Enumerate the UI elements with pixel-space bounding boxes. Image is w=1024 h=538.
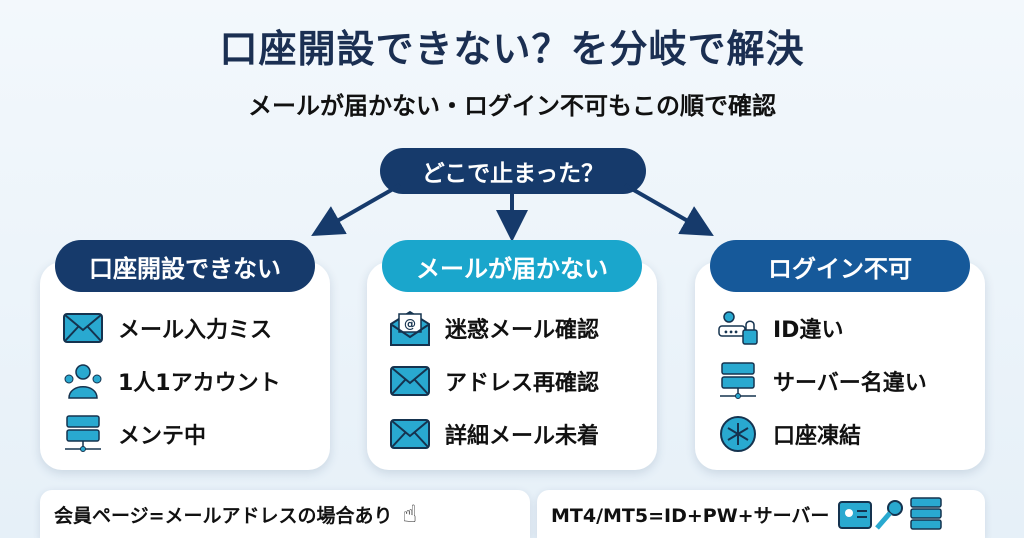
note-mt-login: MT4/MT5=ID+PW+サーバー	[537, 490, 985, 538]
svg-text:@: @	[404, 317, 416, 331]
note-text: 会員ページ=メールアドレスの場合あり	[54, 504, 393, 527]
arrow-left	[311, 183, 401, 236]
list-item: サーバー名違い	[717, 362, 927, 399]
item-text: 詳細メール未着	[445, 424, 600, 449]
item-text: メール入力ミス	[118, 318, 273, 343]
envelope-icon	[62, 310, 104, 346]
users-icon	[62, 363, 104, 399]
page-title: 口座開設できない？を分岐で解決	[219, 27, 805, 71]
server-icon	[910, 497, 943, 530]
list-item: 1人1アカウント	[62, 363, 281, 399]
list-item: @ 迷惑メール確認	[389, 310, 599, 346]
question-node: どこで止まった？	[380, 148, 646, 194]
id-key-server-icons	[838, 497, 943, 530]
item-text: サーバー名違い	[773, 371, 927, 396]
branch-header-account-opening: 口座開設できない	[55, 240, 315, 292]
envelope-icon	[389, 416, 431, 452]
envelope-icon	[389, 363, 431, 399]
page-subtitle: メールが届かない・ログイン不可もこの順で確認	[248, 92, 776, 120]
item-text: ID違い	[773, 318, 844, 343]
branch-header-email-not-received: メールが届かない	[382, 240, 642, 292]
item-text: アドレス再確認	[445, 371, 600, 396]
list-item: ••• ID違い	[717, 310, 843, 346]
key-icon	[875, 500, 904, 530]
list-item: メール入力ミス	[62, 310, 272, 346]
list-item: アドレス再確認	[389, 363, 599, 399]
list-item: メンテ中	[62, 415, 207, 452]
note-text: MT4/MT5=ID+PW+サーバー	[551, 504, 830, 527]
id-card-icon	[838, 501, 873, 529]
item-text: 迷惑メール確認	[445, 318, 600, 343]
pointer-click-icon: ☝	[402, 500, 418, 528]
svg-text:•••: •••	[723, 328, 738, 337]
snowflake-icon	[717, 416, 759, 452]
branch-header-login-failed: ログイン不可	[710, 240, 970, 292]
item-text: 口座凍結	[773, 424, 862, 449]
branch-card-email-not-received: @ 迷惑メール確認アドレス再確認詳細メール未着	[367, 262, 657, 470]
branch-card-account-opening: メール入力ミス 1人1アカウントメンテ中	[40, 262, 330, 470]
server-icon	[717, 362, 759, 399]
list-item: 口座凍結	[717, 416, 861, 452]
item-text: 1人1アカウント	[118, 371, 281, 396]
item-text: メンテ中	[118, 424, 207, 449]
user-lock-icon: •••	[717, 310, 759, 346]
branch-card-login-failed: ••• ID違いサーバー名違い口座凍結	[695, 262, 985, 470]
server-icon	[62, 415, 104, 452]
list-item: 詳細メール未着	[389, 416, 599, 452]
note-member-page: 会員ページ=メールアドレスの場合あり ☝	[40, 490, 530, 538]
arrow-right	[624, 183, 714, 236]
email-open-icon: @	[389, 310, 431, 346]
